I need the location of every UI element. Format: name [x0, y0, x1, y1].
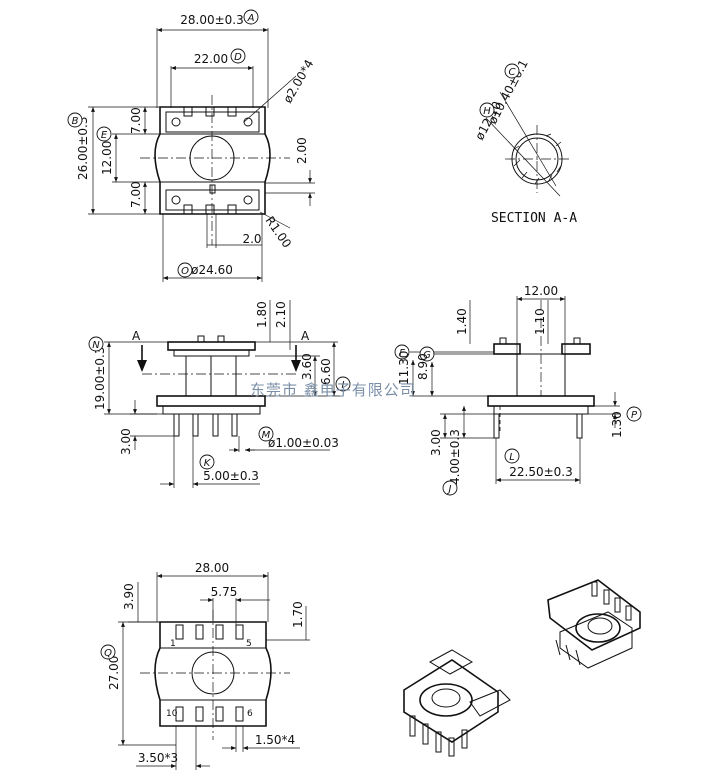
bubble-b: [67, 112, 83, 128]
dim-1-70: 1.70: [291, 601, 305, 628]
dim-1-40: 1.40: [455, 308, 469, 335]
dim-overall-width: 28.00±0.3: [180, 13, 244, 27]
dim-slot-width: 22.00: [194, 52, 228, 66]
bubble-p: [626, 406, 642, 422]
top-view: 28.00±0.3 A 22.00 D ø2.00*4: [67, 9, 316, 282]
dim-3-90: 3.90: [122, 583, 136, 610]
bubble-n: [88, 336, 104, 352]
bubble-k: [199, 454, 215, 470]
dim-side-3-00: 3.00: [429, 429, 443, 456]
dim-overall-depth: 26.00±0.3: [76, 117, 90, 181]
dim-1-30: 1.30: [610, 411, 624, 438]
svg-text:E: E: [101, 130, 108, 141]
svg-text:O: O: [181, 266, 189, 277]
dim-11-30: 11.30: [397, 351, 411, 385]
dim-radius: R1.00: [263, 214, 295, 251]
dim-pin-width: 1.50*4: [255, 733, 295, 747]
bubble-l: [504, 448, 520, 464]
bubble-i: [335, 376, 351, 392]
svg-text:Q: Q: [104, 648, 112, 659]
iso-view-top-right: [547, 579, 641, 669]
watermark: 东莞市 鑫电子有限公司: [250, 381, 416, 399]
cut-label-left: A: [132, 329, 141, 343]
dim-pin-span: 22.50±0.3: [509, 465, 573, 479]
pin-10-label: 10: [166, 709, 178, 719]
dim-flange-bottom: 7.00: [129, 181, 143, 208]
dim-flange-top: 7.00: [129, 107, 143, 134]
svg-text:N: N: [92, 340, 100, 351]
svg-text:M: M: [262, 430, 271, 441]
dim-bottom-width: 28.00: [195, 561, 229, 575]
dim-1-10: 1.10: [533, 308, 547, 335]
pin-5-label: 5: [246, 639, 252, 649]
dim-holes: ø2.00*4: [280, 57, 316, 105]
dim-bottom-height: 27.00: [107, 656, 121, 690]
dim-1-80: 1.80: [255, 301, 269, 328]
dim-pin-length: 3.00: [119, 428, 133, 455]
svg-text:J: J: [447, 484, 452, 495]
bubble-a: [243, 9, 259, 25]
svg-text:K: K: [204, 458, 212, 469]
bubble-e: [96, 126, 112, 142]
bubble-c: [504, 63, 520, 79]
dim-core-depth: 12.00: [524, 284, 558, 298]
dim-6-60: 6.60: [319, 358, 333, 385]
bottom-view: 1 5 10 6 28.00 5.75 3.90 1.70 27.00 Q: [100, 561, 310, 770]
svg-text:B: B: [72, 116, 79, 127]
dim-5-75: 5.75: [211, 585, 238, 599]
dim-pin-diameter: ø1.00±0.03: [268, 436, 339, 450]
side-view: 12.00 1.40 1.10 F G 11.30 8.90 3.00 4.00…: [394, 284, 642, 496]
svg-text:G: G: [423, 350, 431, 361]
pin-6-label: 6: [247, 709, 253, 719]
pin-1-label: 1: [170, 639, 176, 649]
bubble-a-label: A: [247, 13, 255, 24]
dim-2-10: 2.10: [274, 301, 288, 328]
svg-text:I: I: [342, 380, 345, 391]
dim-4-00: 4.00±0.3: [448, 429, 462, 485]
dim-height: 19.00±0.3: [93, 347, 107, 411]
bubble-m: [258, 426, 274, 442]
bubble-g: [419, 346, 435, 362]
bubble-j: [442, 480, 458, 496]
cut-label-right: A: [301, 329, 310, 343]
dim-3-60: 3.60: [300, 353, 314, 380]
iso-view-bottom-left: [403, 649, 511, 757]
dim-flange-diameter: ø24.60: [191, 263, 233, 277]
bubble-q: [100, 644, 116, 660]
front-view: A A 1.80 2.10 19.00±0.3 N: [88, 300, 351, 488]
svg-text:D: D: [234, 52, 242, 63]
dim-8-90: 8.90: [416, 353, 430, 380]
bubble-o: [177, 262, 193, 278]
dim-2-0: 2.0: [242, 232, 261, 246]
dim-pitch: 3.50*3: [138, 751, 178, 765]
svg-text:H: H: [483, 106, 491, 117]
dim-core-width: 12.00: [100, 141, 114, 175]
svg-text:P: P: [631, 410, 638, 421]
svg-text:L: L: [509, 452, 515, 463]
section-view: ø10.40±0.1 C ø12.10 H SECTION A-A: [472, 57, 577, 226]
bubble-f: [394, 344, 410, 360]
bubble-d: [230, 48, 246, 64]
svg-text:F: F: [399, 348, 405, 359]
svg-text:C: C: [509, 67, 516, 78]
dim-pin-pitch: 5.00±0.3: [203, 469, 259, 483]
bubble-h: [479, 102, 495, 118]
section-title: SECTION A-A: [491, 211, 577, 226]
dim-2-00: 2.00: [295, 137, 309, 164]
